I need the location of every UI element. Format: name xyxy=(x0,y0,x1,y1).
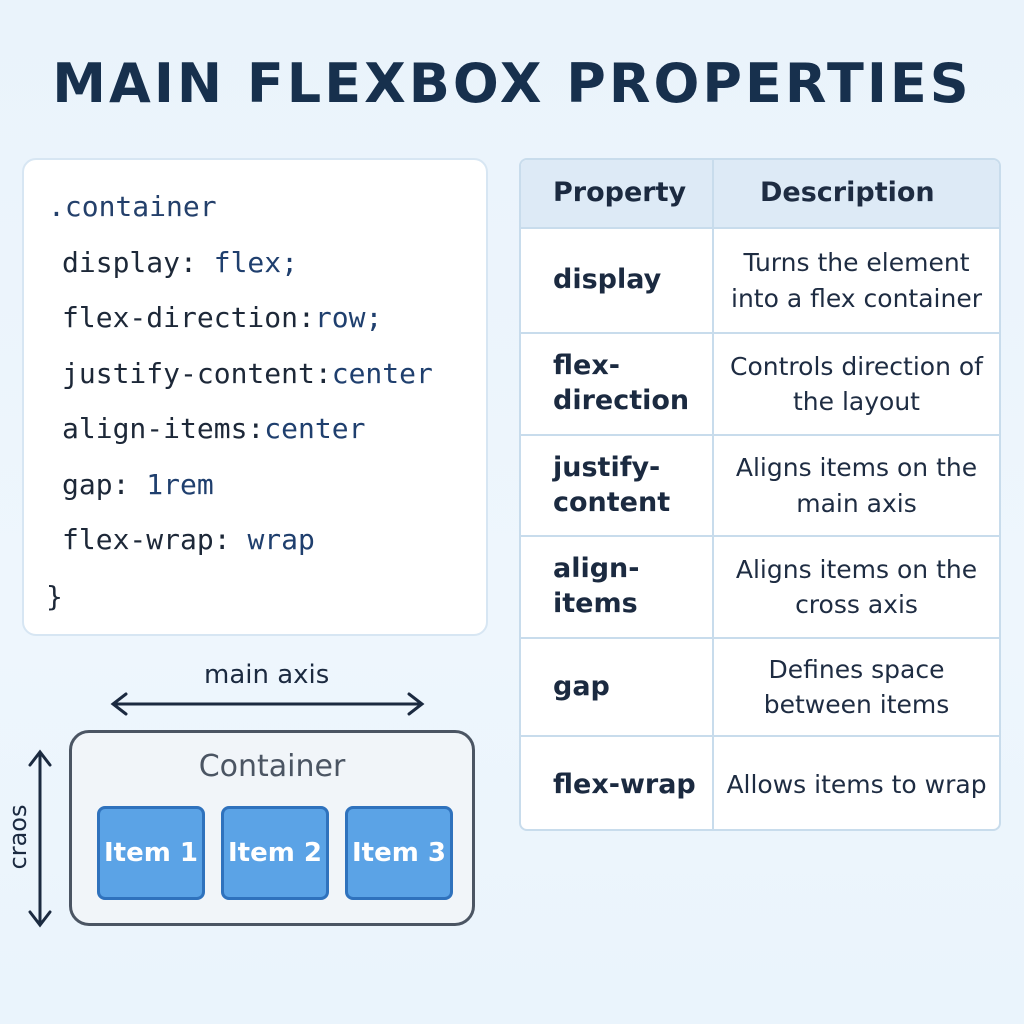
table-row: gap Defines space between items xyxy=(521,637,999,735)
cross-axis-label-wrap: craos xyxy=(0,805,36,870)
table-row: display Turns the element into a flex co… xyxy=(521,227,999,332)
code-value: 1rem xyxy=(146,468,214,501)
row-property: align-items xyxy=(521,537,714,637)
css-code-panel: .container display: flex; flex-direction… xyxy=(22,158,488,636)
code-prop: flex-wrap: xyxy=(62,523,231,556)
code-prop: flex-direction: xyxy=(62,301,315,334)
code-value: flex; xyxy=(213,246,299,279)
table-row: flex-direction Controls direction of the… xyxy=(521,332,999,434)
code-line-gap: gap: 1rem xyxy=(62,468,214,501)
flex-item-3: Item 3 xyxy=(345,806,453,900)
row-property: display xyxy=(521,229,714,332)
row-description: Allows items to wrap xyxy=(726,770,987,800)
code-value: center xyxy=(331,357,433,390)
code-prop: gap: xyxy=(62,468,130,501)
code-closing-brace: } xyxy=(46,580,63,613)
row-description: Aligns items on the main axis xyxy=(735,453,978,518)
row-description: Controls direction of the layout xyxy=(730,351,983,417)
code-prop: justify-content: xyxy=(62,357,332,390)
code-selector: .container xyxy=(48,190,217,223)
code-value: row; xyxy=(314,301,383,334)
row-property: gap xyxy=(521,639,714,735)
table-row: flex-wrap Allows items to wrap xyxy=(521,735,999,829)
code-prop: display: xyxy=(62,246,197,279)
flex-container-box: Container Item 1 Item 2 Item 3 xyxy=(69,730,475,926)
row-property: flex-wrap xyxy=(521,737,714,829)
code-line-align-items: align-items:center xyxy=(62,412,365,445)
row-description: Turns the element into a flex container xyxy=(731,248,982,313)
header-property: Property xyxy=(521,160,714,227)
code-value: center xyxy=(264,412,366,445)
row-description: Aligns items on the cross axis xyxy=(735,554,978,620)
cross-axis-label: craos xyxy=(4,804,32,870)
row-property: flex-direction xyxy=(521,334,714,434)
table-header-row: Property Description xyxy=(521,160,999,227)
code-line-flex-wrap: flex-wrap: wrap xyxy=(62,523,315,556)
properties-table: Property Description display Turns the e… xyxy=(519,158,1001,831)
flex-item-1: Item 1 xyxy=(97,806,205,900)
table-row: justify-content Aligns items on the main… xyxy=(521,434,999,535)
container-label: Container xyxy=(198,749,346,784)
code-prop: align-items: xyxy=(62,412,265,445)
code-line-display: display: flex; xyxy=(62,246,298,279)
code-line-justify-content: justify-content:center xyxy=(62,357,433,390)
page-title: MAIN FLEXBOX PROPERTIES xyxy=(52,52,972,115)
flex-item-2: Item 2 xyxy=(221,806,329,900)
main-axis-arrow-icon xyxy=(110,692,425,716)
table-row: align-items Aligns items on the cross ax… xyxy=(521,535,999,637)
header-description: Description xyxy=(760,177,935,209)
main-axis-label: main axis xyxy=(204,660,330,690)
code-value: wrap xyxy=(247,523,315,556)
row-description: Defines space between items xyxy=(763,654,950,720)
row-property: justify-content xyxy=(521,436,714,535)
code-line-flex-direction: flex-direction:row; xyxy=(62,301,382,334)
cross-axis-arrow-icon xyxy=(28,749,52,928)
